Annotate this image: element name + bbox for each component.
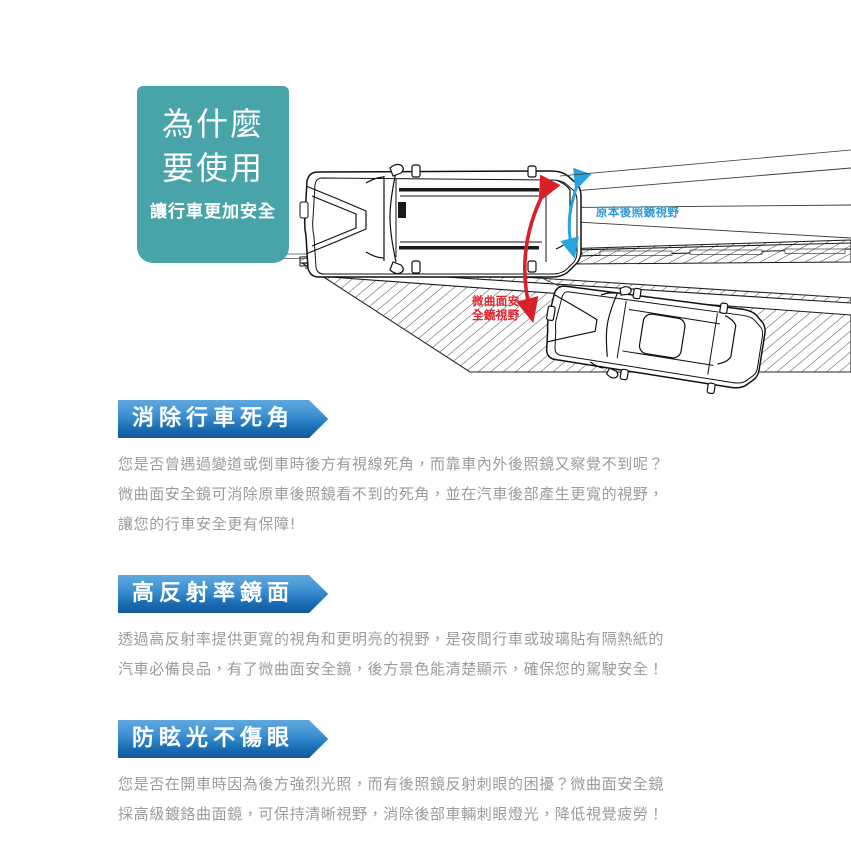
feature-2-body: 透過高反射率提供更寬的視角和更明亮的視野，是夜間行車或玻璃貼有隔熱紙的 汽車必備…: [118, 624, 778, 684]
feature-1-line-3: 讓您的行車安全更有保障!: [118, 515, 297, 533]
diagram-label-curved-mirror-line1: 微曲面安: [472, 294, 520, 308]
feature-2-heading: 高反射率鏡面: [118, 575, 335, 613]
feature-1-line-2: 微曲面安全鏡可消除原車後照鏡看不到的死角，並在汽車後部產生更寬的視野，: [118, 485, 665, 503]
feature-2-line-2: 汽車必備良品，有了微曲面安全鏡，後方景色能清楚顯示，確保您的駕駛安全！: [118, 660, 665, 678]
feature-block-2: 高反射率鏡面 透過高反射率提供更寬的視角和更明亮的視野，是夜間行車或玻璃貼有隔熱…: [0, 575, 851, 684]
feature-2-heading-wrap: 高反射率鏡面: [118, 575, 851, 613]
feature-1-line-1: 您是否曾遇過變道或倒車時後方有視線死角，而靠車內外後照鏡又察覺不到呢？: [118, 455, 665, 473]
feature-block-1: 消除行車死角 您是否曾遇過變道或倒車時後方有視線死角，而靠車內外後照鏡又察覺不到…: [0, 400, 851, 539]
hero-section: 為什麼 要使用 讓行車更加安全 原本後照鏡視野 微曲面安 全鏡視野: [0, 0, 851, 400]
blind-spot-diagram: [177, 149, 851, 395]
feature-1-heading: 消除行車死角: [118, 400, 335, 438]
feature-3-body: 您是否在開車時因為後方強烈光照，而有後照鏡反射刺眼的困擾？微曲面安全鏡 採高級鍍…: [118, 769, 778, 829]
diagram-label-curved-mirror-line2: 全鏡視野: [472, 308, 520, 322]
feature-3-heading: 防眩光不傷眼: [118, 720, 335, 758]
feature-spacer-1: [0, 539, 851, 575]
hero-badge-line1: 為什麼: [161, 105, 264, 143]
diagram-label-curved-mirror: 微曲面安 全鏡視野: [472, 294, 520, 322]
hero-badge: 為什麼 要使用 讓行車更加安全: [137, 86, 289, 263]
feature-1-heading-wrap: 消除行車死角: [118, 400, 851, 438]
hero-badge-line2: 要使用: [161, 149, 264, 187]
feature-block-3: 防眩光不傷眼 您是否在開車時因為後方強烈光照，而有後照鏡反射刺眼的困擾？微曲面安…: [0, 720, 851, 829]
feature-3-heading-wrap: 防眩光不傷眼: [118, 720, 851, 758]
feature-3-line-2: 採高級鍍鉻曲面鏡，可保持清晰視野，消除後部車輛刺眼燈光，降低視覺疲勞！: [118, 805, 665, 823]
diagram-label-original-mirror: 原本後照鏡視野: [596, 205, 680, 219]
feature-3-line-1: 您是否在開車時因為後方強烈光照，而有後照鏡反射刺眼的困擾？微曲面安全鏡: [118, 775, 665, 793]
feature-2-line-1: 透過高反射率提供更寬的視角和更明亮的視野，是夜間行車或玻璃貼有隔熱紙的: [118, 630, 665, 648]
feature-spacer-2: [0, 684, 851, 720]
feature-1-body: 您是否曾遇過變道或倒車時後方有視線死角，而靠車內外後照鏡又察覺不到呢？ 微曲面安…: [118, 449, 778, 539]
hero-badge-subtitle: 讓行車更加安全: [150, 202, 276, 222]
features-section: 消除行車死角 您是否曾遇過變道或倒車時後方有視線死角，而靠車內外後照鏡又察覺不到…: [0, 400, 851, 829]
